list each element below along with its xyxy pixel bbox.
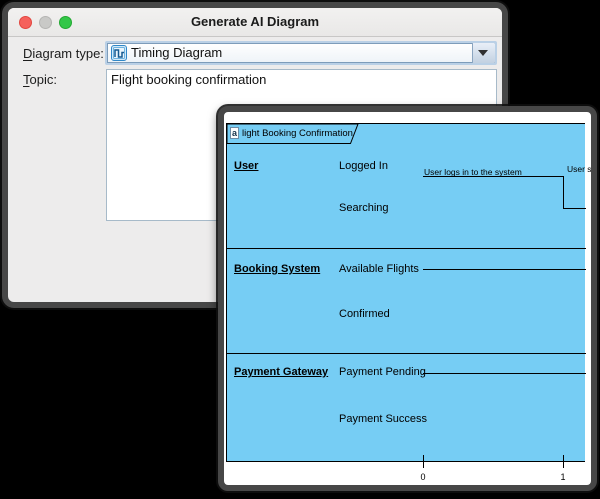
- topic-label-rest: opic:: [29, 72, 57, 87]
- dropdown-arrow-button[interactable]: [472, 43, 495, 63]
- row-separator: [227, 248, 586, 249]
- state-payment-success[interactable]: Payment Success: [339, 413, 428, 425]
- axis-tick-label-0: 0: [420, 472, 426, 482]
- state-transition-user: [563, 176, 564, 208]
- title-bar[interactable]: Generate AI Diagram: [8, 8, 502, 37]
- annotation-user-searches: User sea: [567, 164, 591, 174]
- lifeline-name-payment-gateway[interactable]: Payment Gateway: [234, 366, 329, 378]
- lifeline-name-user[interactable]: User: [234, 160, 259, 172]
- diagram-type-mnemonic: D: [23, 46, 33, 61]
- diagram-type-label: Diagram type:: [23, 46, 104, 61]
- state-logged-in[interactable]: Logged In: [339, 160, 388, 172]
- diagram-frame-tab: a light Booking Confirmation: [227, 124, 359, 144]
- lifeline-name-booking-system[interactable]: Booking System: [234, 263, 321, 275]
- timing-diagram-icon: [111, 45, 127, 61]
- diagram-preview-window: a light Booking Confirmation User Bookin…: [218, 106, 597, 491]
- frame-a-icon: a: [230, 127, 239, 139]
- chevron-down-icon: [478, 50, 488, 56]
- state-line-user-searching: [563, 208, 586, 209]
- diagram-preview-content: a light Booking Confirmation User Bookin…: [224, 112, 591, 485]
- state-line-available-flights: [423, 269, 586, 270]
- close-button[interactable]: [19, 16, 32, 29]
- row-separator: [227, 353, 586, 354]
- frame-label: light Booking Confirmation: [242, 128, 353, 139]
- zoom-button[interactable]: [59, 16, 72, 29]
- axis-tick-0: [423, 455, 424, 468]
- state-line-user-logged-in: [423, 176, 563, 177]
- state-available-flights[interactable]: Available Flights: [339, 263, 419, 275]
- minimize-button[interactable]: [39, 16, 52, 29]
- annotation-user-logs-in: User logs in to the system: [424, 167, 522, 177]
- axis-tick-label-1: 1: [560, 472, 566, 482]
- timing-diagram-canvas[interactable]: a light Booking Confirmation User Bookin…: [226, 123, 591, 482]
- topic-label: Topic:: [23, 72, 57, 87]
- state-searching[interactable]: Searching: [339, 202, 389, 214]
- window-title: Generate AI Diagram: [190, 14, 320, 29]
- axis-tick-1: [563, 455, 564, 468]
- diagram-type-select[interactable]: Timing Diagram: [105, 41, 497, 65]
- state-confirmed[interactable]: Confirmed: [339, 308, 390, 320]
- topic-mnemonic: T: [23, 72, 30, 87]
- diagram-type-value: Timing Diagram: [131, 45, 223, 60]
- state-line-payment-pending: [423, 373, 586, 374]
- state-payment-pending[interactable]: Payment Pending: [339, 366, 426, 378]
- diagram-type-label-rest: iagram type:: [32, 46, 104, 61]
